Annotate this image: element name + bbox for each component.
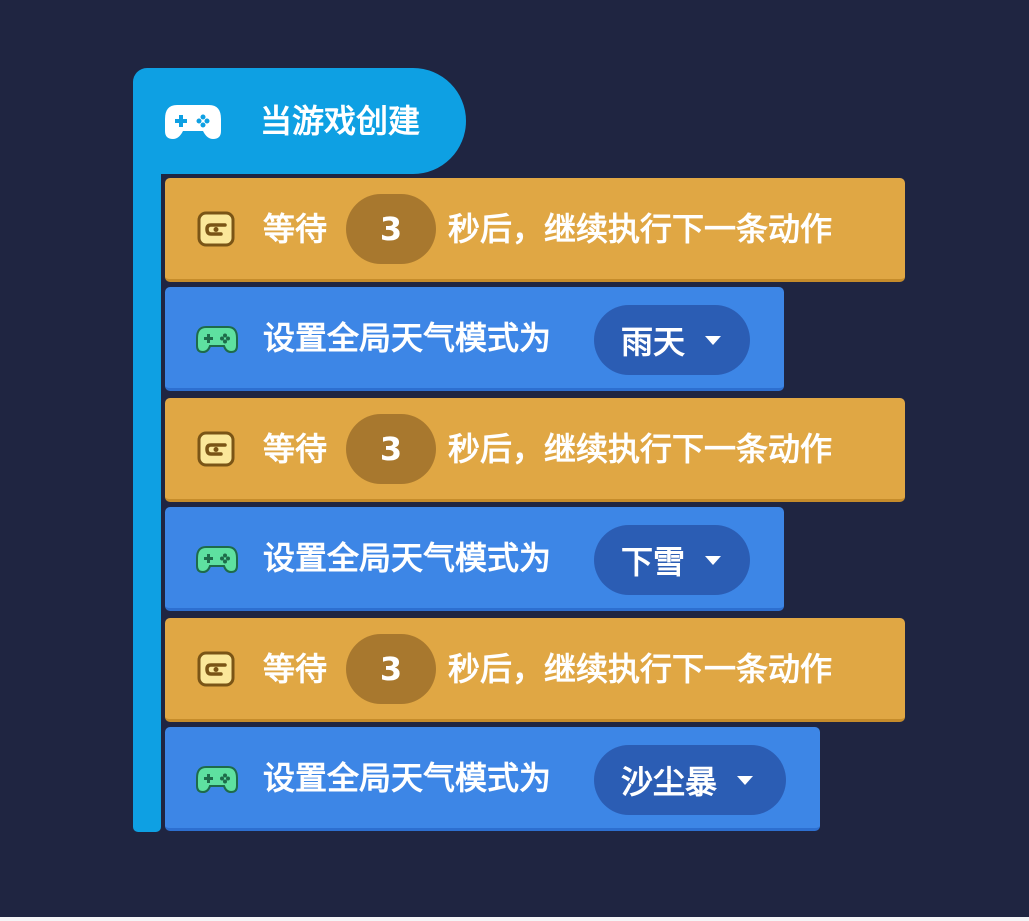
gamepad-icon [196, 546, 238, 574]
set-weather-label: 设置全局天气模式为 [263, 319, 552, 357]
timer-icon [197, 431, 235, 467]
chevron-down-icon [705, 555, 722, 565]
wait-suffix: 秒后，继续执行下一条动作 [448, 650, 833, 688]
chevron-down-icon [705, 335, 722, 345]
weather-dropdown[interactable]: 雨天 [594, 305, 750, 375]
weather-value: 沙尘暴 [621, 763, 718, 801]
set-weather-label: 设置全局天气模式为 [263, 539, 552, 577]
chevron-down-icon [737, 775, 754, 785]
seconds-input[interactable]: 3 [346, 414, 436, 484]
set-weather-block[interactable]: 设置全局天气模式为 沙尘暴 [165, 727, 820, 831]
timer-icon [197, 211, 235, 247]
wait-block[interactable]: 等待 3 秒后，继续执行下一条动作 [165, 618, 905, 722]
set-weather-block[interactable]: 设置全局天气模式为 雨天 [165, 287, 784, 391]
hat-label: 当游戏创建 [260, 102, 421, 140]
weather-dropdown[interactable]: 下雪 [594, 525, 750, 595]
timer-icon [197, 651, 235, 687]
wait-prefix: 等待 [263, 210, 328, 248]
wait-suffix: 秒后，继续执行下一条动作 [448, 430, 833, 468]
gamepad-icon [196, 326, 238, 354]
set-weather-block[interactable]: 设置全局天气模式为 下雪 [165, 507, 784, 611]
wait-suffix: 秒后，继续执行下一条动作 [448, 210, 833, 248]
set-weather-label: 设置全局天气模式为 [263, 759, 552, 797]
gamepad-icon [165, 105, 221, 139]
weather-value: 下雪 [621, 543, 686, 581]
gamepad-icon [196, 766, 238, 794]
seconds-input[interactable]: 3 [346, 194, 436, 264]
event-hat-block[interactable]: 当游戏创建 [133, 68, 466, 174]
weather-dropdown[interactable]: 沙尘暴 [594, 745, 786, 815]
canvas-bottom-border [0, 917, 1029, 921]
weather-value: 雨天 [621, 323, 686, 361]
wait-prefix: 等待 [263, 430, 328, 468]
wait-block[interactable]: 等待 3 秒后，继续执行下一条动作 [165, 398, 905, 502]
script-spine [133, 120, 161, 832]
wait-prefix: 等待 [263, 650, 328, 688]
wait-block[interactable]: 等待 3 秒后，继续执行下一条动作 [165, 178, 905, 282]
seconds-input[interactable]: 3 [346, 634, 436, 704]
